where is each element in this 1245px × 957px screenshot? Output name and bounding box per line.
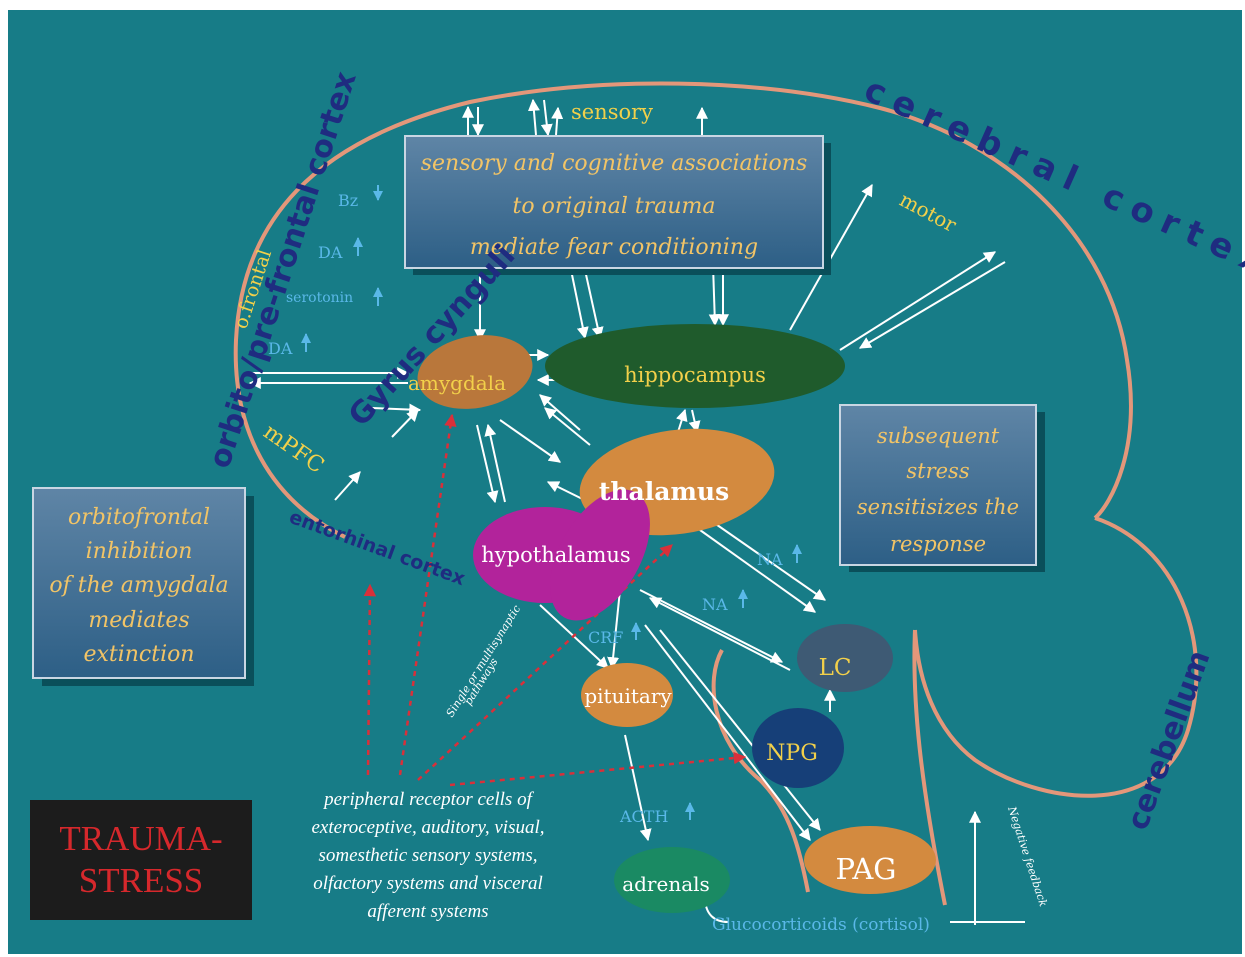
da-label: DA xyxy=(268,339,293,358)
neural-pathway-arrows xyxy=(245,98,1025,925)
orbitofrontal-line: extinction xyxy=(83,642,194,667)
peripheral-line: olfactory systems and visceral xyxy=(313,873,543,894)
da-label: DA xyxy=(318,243,343,262)
peripheral-line: exteroceptive, auditory, visual, xyxy=(311,817,545,838)
orbitofrontal-line: orbitofrontal xyxy=(68,505,210,530)
pag-label: PAG xyxy=(836,852,897,886)
hippocampus-shape xyxy=(545,324,845,408)
associations-line: mediate fear conditioning xyxy=(470,235,758,260)
subsequent-line: sensitisizes the xyxy=(857,495,1019,519)
title-line: TRAUMA- xyxy=(59,819,223,858)
peripheral-receptor-text: peripheral receptor cells of exterocepti… xyxy=(268,786,588,926)
na-label: NA xyxy=(702,595,728,614)
bz-label: Bz xyxy=(338,191,358,210)
trauma-stress-title: TRAUMA- STRESS xyxy=(30,800,252,920)
peripheral-input-arrows xyxy=(363,413,747,787)
hypothalamus-shape-lower xyxy=(550,489,650,621)
brainstem-right-outline xyxy=(912,629,947,906)
subsequent-line: stress xyxy=(906,459,969,483)
associations-line: to original trauma xyxy=(513,194,716,219)
associations-text: sensory and cognitive associations to or… xyxy=(421,151,807,260)
lc-shape xyxy=(797,624,893,692)
subsequent-line: response xyxy=(890,532,986,556)
title-line: STRESS xyxy=(78,861,204,900)
cerebral-cortex-outline xyxy=(233,81,1133,539)
pag-shape xyxy=(804,826,936,894)
adrenals-label: adrenals xyxy=(622,872,710,896)
subsequent-box xyxy=(839,404,1037,566)
thalamus-label: thalamus xyxy=(599,477,729,506)
lc-label: LC xyxy=(819,655,852,681)
associations-line: sensory and cognitive associations xyxy=(421,151,807,176)
subsequent-line: subsequent xyxy=(877,424,1000,448)
crf-label: CRF xyxy=(588,628,623,647)
peripheral-line: somesthetic sensory systems, xyxy=(318,845,538,866)
hypothalamus-label: hypothalamus xyxy=(481,543,630,567)
orbitofrontal-box xyxy=(32,487,246,679)
peripheral-line: afferent systems xyxy=(367,901,489,922)
pituitary-shape xyxy=(581,663,673,727)
orbitofrontal-line: inhibition xyxy=(86,539,193,564)
peripheral-line: peripheral receptor cells of xyxy=(324,789,532,810)
brainstem-left-outline xyxy=(711,649,810,893)
hippocampus-label: hippocampus xyxy=(624,363,766,387)
orbitofrontal-text: orbitofrontal inhibition of the amygdala… xyxy=(49,505,228,667)
pituitary-label: pituitary xyxy=(584,684,672,708)
structure-labels: amygdala hippocampus thalamus hypothalam… xyxy=(408,363,897,896)
adrenals-shape xyxy=(614,847,730,913)
npg-label: NPG xyxy=(766,741,818,766)
amygdala-shape xyxy=(417,335,533,409)
glucocorticoids-label: Glucocorticoids (cortisol) xyxy=(712,915,930,935)
neurotransmitter-labels: Bz DA serotonin DA NA NA CRF ACTH Glucoc… xyxy=(268,191,930,935)
up-down-indicators xyxy=(301,185,802,820)
associations-box xyxy=(404,135,824,269)
orbitofrontal-line: mediates xyxy=(88,608,189,633)
npg-shape xyxy=(752,708,844,788)
na-label: NA xyxy=(757,550,783,569)
subsequent-text: subsequent stress sensitisizes the respo… xyxy=(857,424,1019,556)
amygdala-label: amygdala xyxy=(408,371,506,395)
acth-label: ACTH xyxy=(619,807,668,826)
orbitofrontal-line: of the amygdala xyxy=(49,573,228,598)
serotonin-label: serotonin xyxy=(286,290,353,306)
cerebellum-outline xyxy=(913,516,1199,798)
sensory-label: sensory xyxy=(571,100,653,124)
